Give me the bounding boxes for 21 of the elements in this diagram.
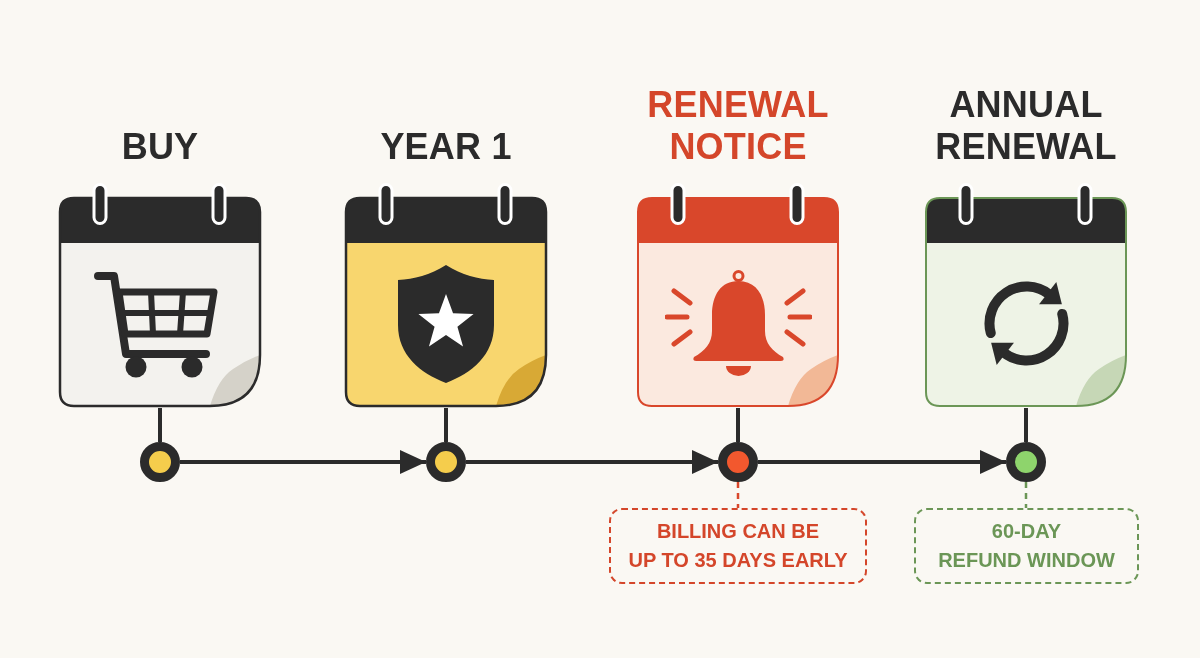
step-title: YEAR 1 — [380, 126, 512, 168]
note-text: 60-DAY REFUND WINDOW — [938, 519, 1115, 573]
arrow — [180, 450, 426, 474]
dashed-callout — [609, 508, 867, 584]
dashed-leader-line — [736, 482, 740, 508]
connector-line — [158, 408, 162, 442]
timeline-dot — [1006, 442, 1046, 482]
step-title: ANNUAL RENEWAL — [935, 84, 1117, 168]
connector-line — [444, 408, 448, 442]
step-title: BUY — [121, 126, 199, 168]
timeline-dot — [140, 442, 180, 482]
timeline-dot — [718, 442, 758, 482]
arrow — [758, 450, 1006, 474]
dashed-leader-line — [1024, 482, 1028, 508]
connector-line — [1024, 408, 1028, 442]
arrow — [466, 450, 718, 474]
note-text: BILLING CAN BE UP TO 35 DAYS EARLY — [628, 519, 848, 573]
timeline-dot — [426, 442, 466, 482]
connector-line — [736, 408, 740, 442]
step-title: RENEWAL NOTICE — [647, 84, 829, 168]
dashed-callout — [914, 508, 1139, 584]
